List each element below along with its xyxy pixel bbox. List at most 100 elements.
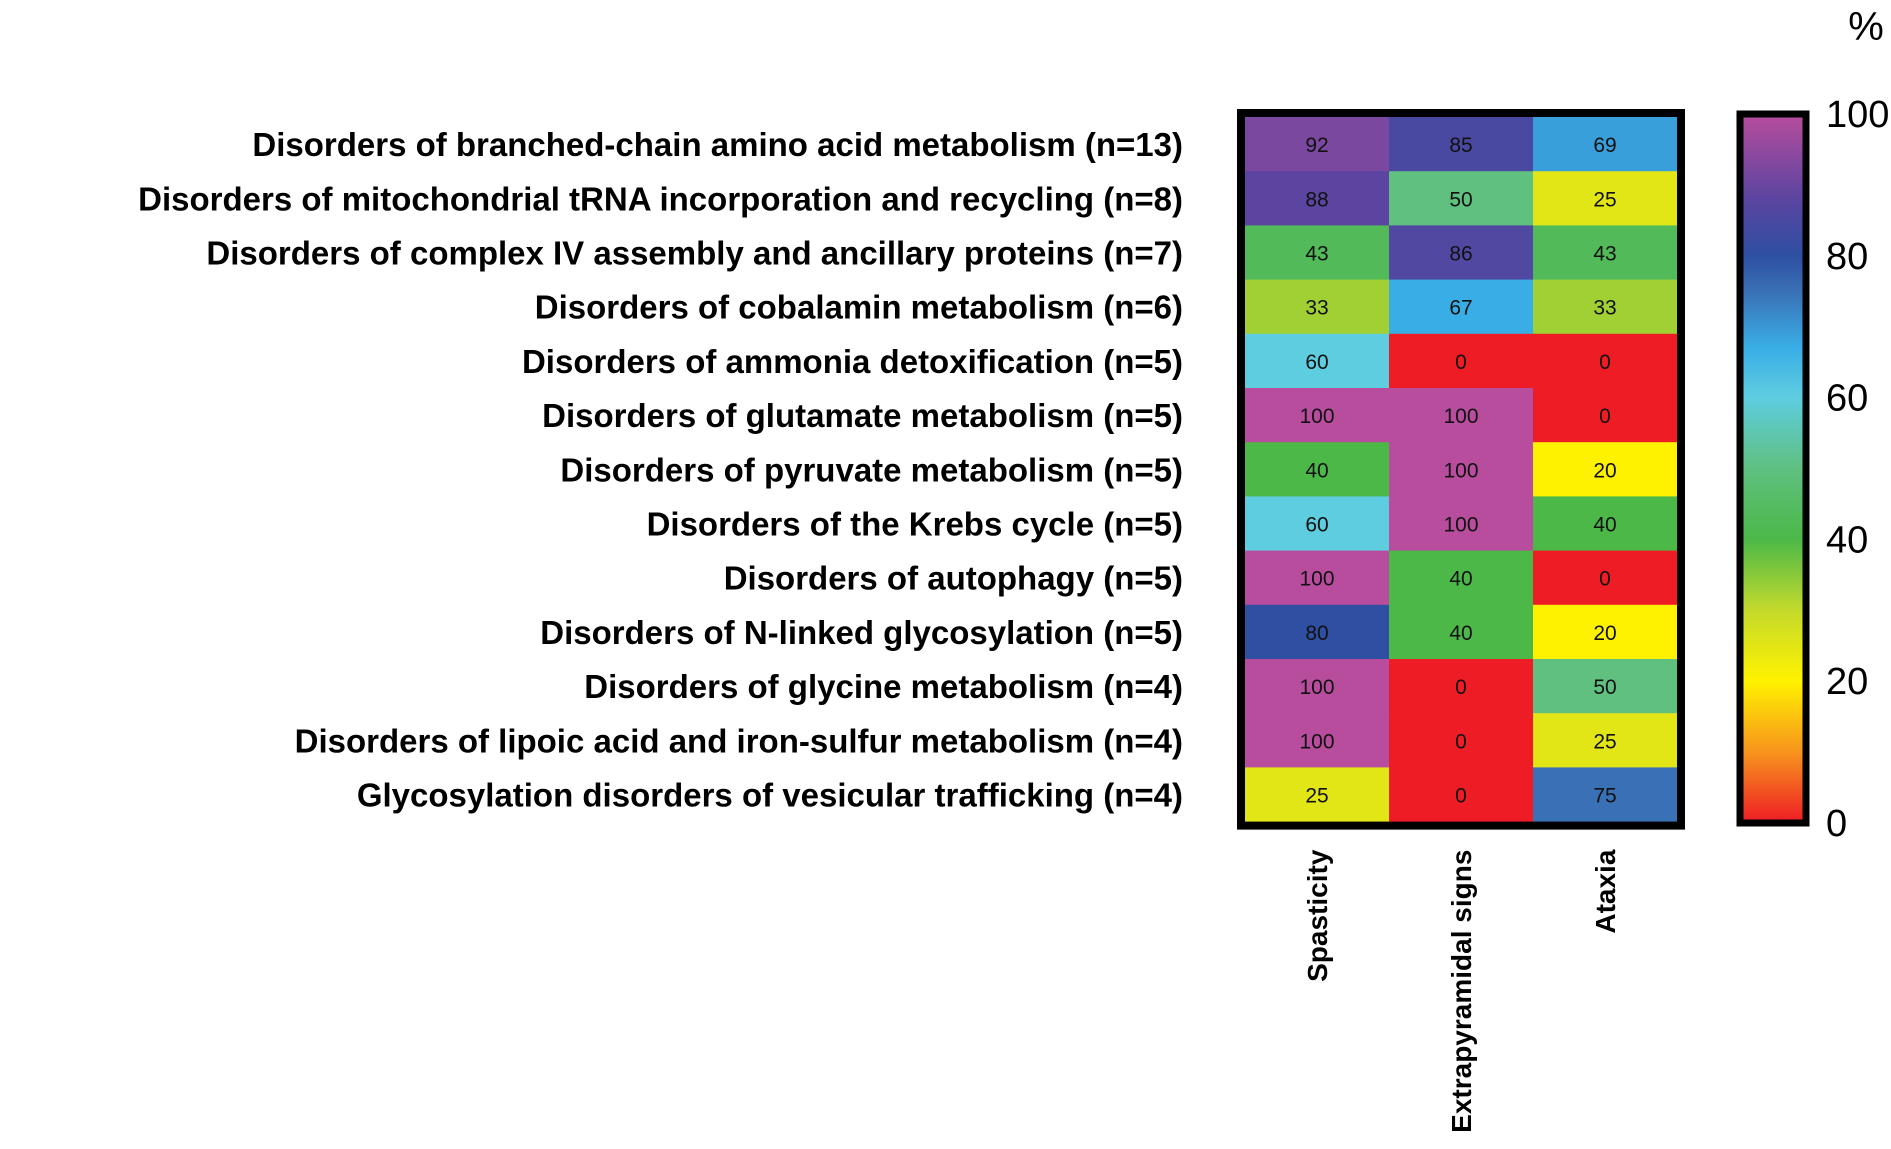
heatmap-cell <box>1245 767 1390 823</box>
heatmap-cell <box>1389 713 1534 768</box>
cell-value-label: 0 <box>1599 568 1611 591</box>
row-label: Glycosylation disorders of vesicular tra… <box>357 777 1183 814</box>
cell-value-label: 100 <box>1443 459 1478 482</box>
row-label: Disorders of N-linked glycosylation (n=5… <box>540 614 1183 651</box>
cell-value-label: 0 <box>1455 676 1467 699</box>
cell-value-label: 80 <box>1305 622 1328 645</box>
row-label: Disorders of lipoic acid and iron-sulfur… <box>295 722 1183 759</box>
cell-value-label: 60 <box>1305 514 1328 537</box>
heatmap-cell <box>1389 117 1534 172</box>
column-label: Spasticity <box>1302 849 1333 982</box>
heatmap-cell <box>1389 659 1534 714</box>
heatmap-cell <box>1245 388 1390 443</box>
cell-value-label: 92 <box>1305 134 1328 157</box>
cell-value-label: 0 <box>1599 405 1611 428</box>
heatmap-cell <box>1245 442 1390 497</box>
cell-value-label: 25 <box>1593 188 1616 211</box>
heatmap-cell <box>1245 604 1390 660</box>
cell-value-label: 20 <box>1593 459 1616 482</box>
heatmap-cell <box>1389 225 1534 281</box>
colorbar-tick-label: 80 <box>1826 236 1868 278</box>
cell-value-label: 0 <box>1599 351 1611 374</box>
colorbar-tick-label: 0 <box>1826 803 1847 845</box>
cell-value-label: 50 <box>1593 676 1616 699</box>
heatmap-cell <box>1533 388 1678 443</box>
cell-value-label: 75 <box>1593 785 1616 808</box>
cell-value-label: 100 <box>1443 514 1478 537</box>
heatmap-cell <box>1533 279 1678 335</box>
heatmap-cell <box>1245 659 1390 714</box>
heatmap-cell <box>1533 767 1678 823</box>
cell-value-label: 50 <box>1449 188 1472 211</box>
cell-value-label: 33 <box>1593 297 1616 320</box>
cell-value-label: 100 <box>1299 676 1334 699</box>
colorbar-unit-label: % <box>1848 5 1884 49</box>
row-label: Disorders of glycine metabolism (n=4) <box>584 668 1183 705</box>
heatmap-cell <box>1533 604 1678 660</box>
cell-value-label: 25 <box>1593 730 1616 753</box>
heatmap-cell <box>1389 604 1534 660</box>
cell-value-label: 67 <box>1449 297 1472 320</box>
row-label: Disorders of the Krebs cycle (n=5) <box>647 506 1183 543</box>
row-label: Disorders of cobalamin metabolism (n=6) <box>535 289 1183 326</box>
row-label: Disorders of ammonia detoxification (n=5… <box>522 343 1183 380</box>
row-label: Disorders of branched-chain amino acid m… <box>252 126 1183 163</box>
heatmap-cell <box>1245 171 1390 226</box>
heatmap-cell <box>1533 496 1678 552</box>
heatmap-cell <box>1533 117 1678 172</box>
heatmap-cell <box>1533 713 1678 768</box>
cell-value-label: 0 <box>1455 785 1467 808</box>
heatmap-cell <box>1245 713 1390 768</box>
column-labels: Spasticity Extrapyramidal signs Ataxia <box>1302 849 1621 1133</box>
heatmap-cell <box>1245 117 1390 172</box>
cell-value-label: 60 <box>1305 351 1328 374</box>
colorbar-gradient <box>1736 110 1810 827</box>
column-label: Extrapyramidal signs <box>1446 850 1477 1133</box>
heatmap-cell <box>1245 279 1390 335</box>
cell-value-label: 0 <box>1455 730 1467 753</box>
heatmap-cell <box>1533 225 1678 281</box>
heatmap-cell <box>1533 442 1678 497</box>
heatmap-cell <box>1389 442 1534 497</box>
heatmap-cell <box>1533 550 1678 606</box>
column-label: Ataxia <box>1590 849 1621 933</box>
cell-value-label: 86 <box>1449 243 1472 266</box>
colorbar-ticks: 0 20 40 60 80 100 <box>1826 94 1889 845</box>
heatmap-cell <box>1389 279 1534 335</box>
heatmap-cell <box>1245 333 1390 389</box>
row-labels: Disorders of branched-chain amino acid m… <box>138 126 1183 813</box>
heatmap-cell <box>1533 659 1678 714</box>
cell-value-label: 100 <box>1299 405 1334 428</box>
cell-value-label: 40 <box>1593 514 1616 537</box>
colorbar-tick-label: 40 <box>1826 519 1868 561</box>
heatmap-cell <box>1389 388 1534 443</box>
row-label: Disorders of pyruvate metabolism (n=5) <box>560 451 1183 488</box>
colorbar: 0 20 40 60 80 100 <box>1736 94 1889 845</box>
heatmap-cell <box>1389 333 1534 389</box>
cell-value-label: 100 <box>1443 405 1478 428</box>
cell-value-label: 100 <box>1299 730 1334 753</box>
cell-value-label: 69 <box>1593 134 1616 157</box>
heatmap-cell <box>1533 171 1678 226</box>
heatmap-frame <box>1237 109 1685 830</box>
cell-value-label: 43 <box>1305 243 1328 266</box>
colorbar-tick-label: 20 <box>1826 661 1868 703</box>
cell-value-label: 40 <box>1449 568 1472 591</box>
heatmap-cell <box>1389 171 1534 226</box>
heatmap-cell <box>1389 496 1534 552</box>
colorbar-tick-label: 60 <box>1826 378 1868 420</box>
heatmap-cell <box>1245 225 1390 281</box>
cell-value-label: 33 <box>1305 297 1328 320</box>
heatmap-cell <box>1245 550 1390 606</box>
cell-value-label: 100 <box>1299 568 1334 591</box>
heatmap-cell <box>1389 550 1534 606</box>
cell-value-label: 88 <box>1305 188 1328 211</box>
heatmap-cell <box>1533 333 1678 389</box>
cell-value-label: 25 <box>1305 785 1328 808</box>
row-label: Disorders of glutamate metabolism (n=5) <box>542 397 1183 434</box>
colorbar-tick-label: 100 <box>1826 94 1889 136</box>
cell-value-label: 43 <box>1593 243 1616 266</box>
cell-value-label: 20 <box>1593 622 1616 645</box>
